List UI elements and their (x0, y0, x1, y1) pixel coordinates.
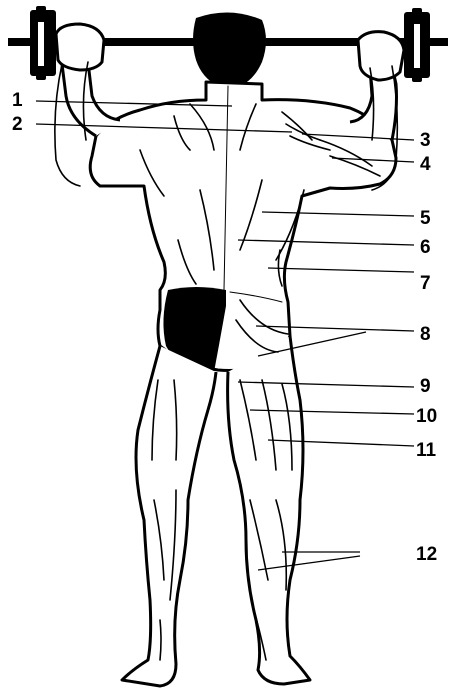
label-7: 7 (420, 273, 431, 294)
human-figure-back-view (55, 12, 404, 686)
head (193, 12, 266, 86)
leader-7 (268, 268, 414, 272)
label-2: 2 (12, 114, 23, 135)
label-9: 9 (420, 376, 431, 397)
right-leg (228, 336, 310, 684)
label-8: 8 (420, 324, 431, 345)
left-leg (122, 346, 216, 686)
label-12: 12 (416, 544, 437, 565)
label-11: 11 (416, 440, 437, 461)
label-5: 5 (420, 208, 431, 229)
label-1: 1 (12, 90, 23, 111)
label-3: 3 (420, 130, 431, 151)
label-4: 4 (420, 154, 431, 175)
left-fist (56, 24, 104, 70)
torso (90, 82, 396, 371)
right-fist (358, 32, 404, 80)
label-6: 6 (420, 237, 431, 258)
label-10: 10 (416, 406, 437, 427)
